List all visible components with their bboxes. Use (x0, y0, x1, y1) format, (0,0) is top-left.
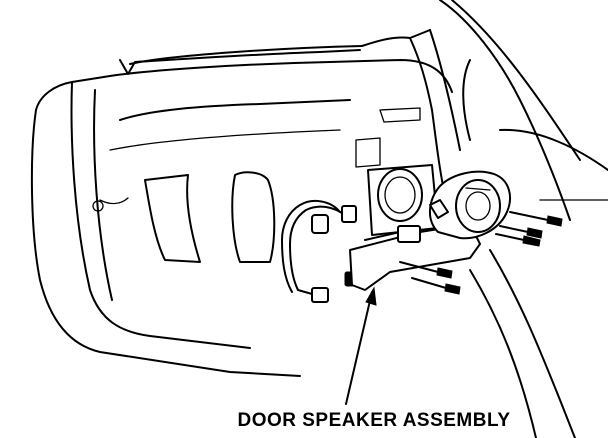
mounting-screws (399, 211, 563, 295)
speaker-opening (367, 164, 439, 236)
screw (522, 235, 541, 247)
harness-clip (311, 214, 329, 234)
screw (436, 267, 453, 279)
panel-recesses (109, 99, 421, 263)
wire-connector (311, 287, 329, 303)
door-panel-outline (30, 59, 453, 377)
speaker-assembly (349, 170, 511, 291)
screw (526, 227, 543, 239)
wire-harness (281, 199, 360, 303)
window-frame (119, 29, 461, 201)
callout-label: DOOR SPEAKER ASSEMBLY (237, 410, 511, 431)
speaker-housing (429, 170, 511, 240)
screw (546, 215, 563, 227)
door-pillar (439, 0, 608, 438)
speaker-cone (455, 179, 501, 233)
screw (444, 283, 461, 295)
callout-arrow (345, 286, 377, 405)
